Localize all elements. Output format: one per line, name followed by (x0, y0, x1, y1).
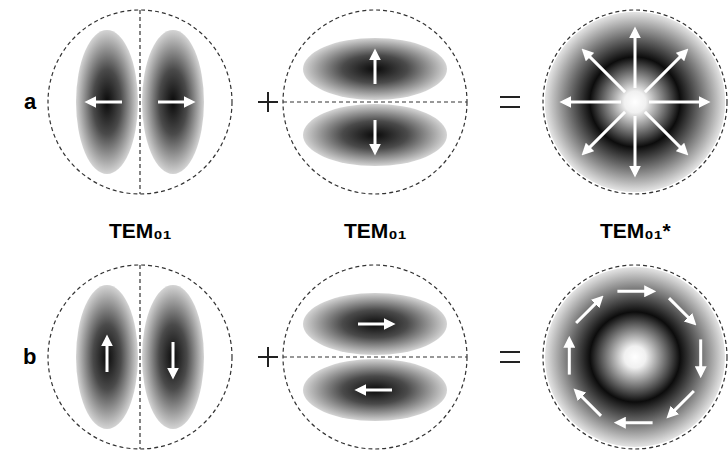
panel-letter: b (23, 345, 36, 369)
mode-label: TEM₀₁* (600, 219, 671, 242)
panel-letter: a (24, 90, 36, 114)
mode-label: TEM₀₁ (109, 219, 171, 242)
mode-label: TEM₀₁ (344, 219, 406, 242)
